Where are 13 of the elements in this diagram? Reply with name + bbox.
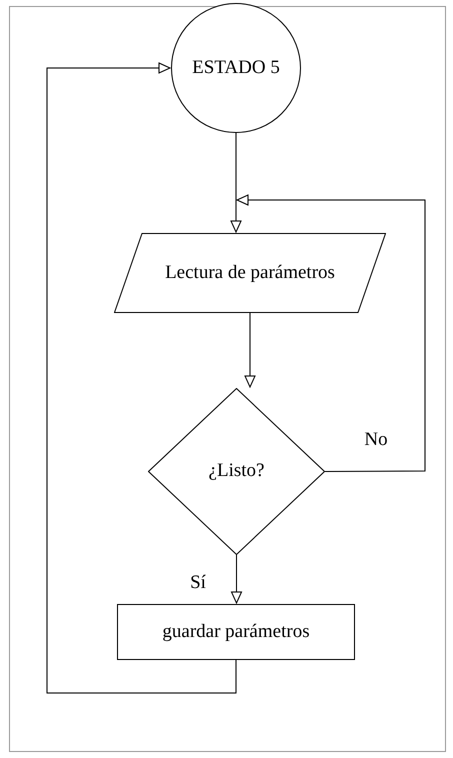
arrow bbox=[230, 132, 242, 232]
node-label: guardar parámetros bbox=[162, 620, 310, 644]
arrow bbox=[46, 62, 236, 694]
input-parallelogram bbox=[114, 233, 386, 313]
state-circle bbox=[171, 3, 301, 133]
decision-diamond bbox=[148, 388, 325, 555]
arrow bbox=[244, 312, 256, 388]
process-box bbox=[117, 604, 355, 660]
node-label: ¿Listo? bbox=[208, 459, 264, 484]
node-label: Lectura de parámetros bbox=[165, 260, 335, 285]
arrow bbox=[236, 194, 426, 472]
arrow bbox=[231, 554, 242, 604]
node-label: ESTADO 5 bbox=[192, 56, 280, 80]
